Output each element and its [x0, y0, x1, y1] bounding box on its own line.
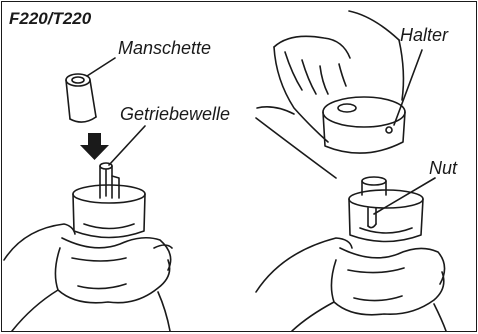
- model-label: F220/T220: [9, 10, 91, 27]
- hand-right-lower: [256, 238, 446, 331]
- nut-label: Nut: [429, 159, 457, 177]
- motor-housing-right: [349, 177, 423, 242]
- drive-shaft: [100, 163, 119, 198]
- motor-housing-left: [73, 185, 145, 238]
- hand-right-upper: [256, 11, 403, 178]
- hand-left: [4, 224, 172, 331]
- sleeve-part: [66, 74, 96, 122]
- manschette-leader-line: [87, 58, 115, 76]
- manschette-label: Manschette: [118, 39, 211, 57]
- halter-label: Halter: [400, 26, 448, 44]
- getriebewelle-label: Getriebewelle: [120, 105, 230, 123]
- assembly-illustration: [2, 2, 476, 331]
- holder-part: [323, 97, 405, 153]
- halter-leader-line: [394, 50, 422, 125]
- getriebewelle-leader-line: [109, 126, 145, 165]
- insert-arrow-icon: [80, 133, 109, 160]
